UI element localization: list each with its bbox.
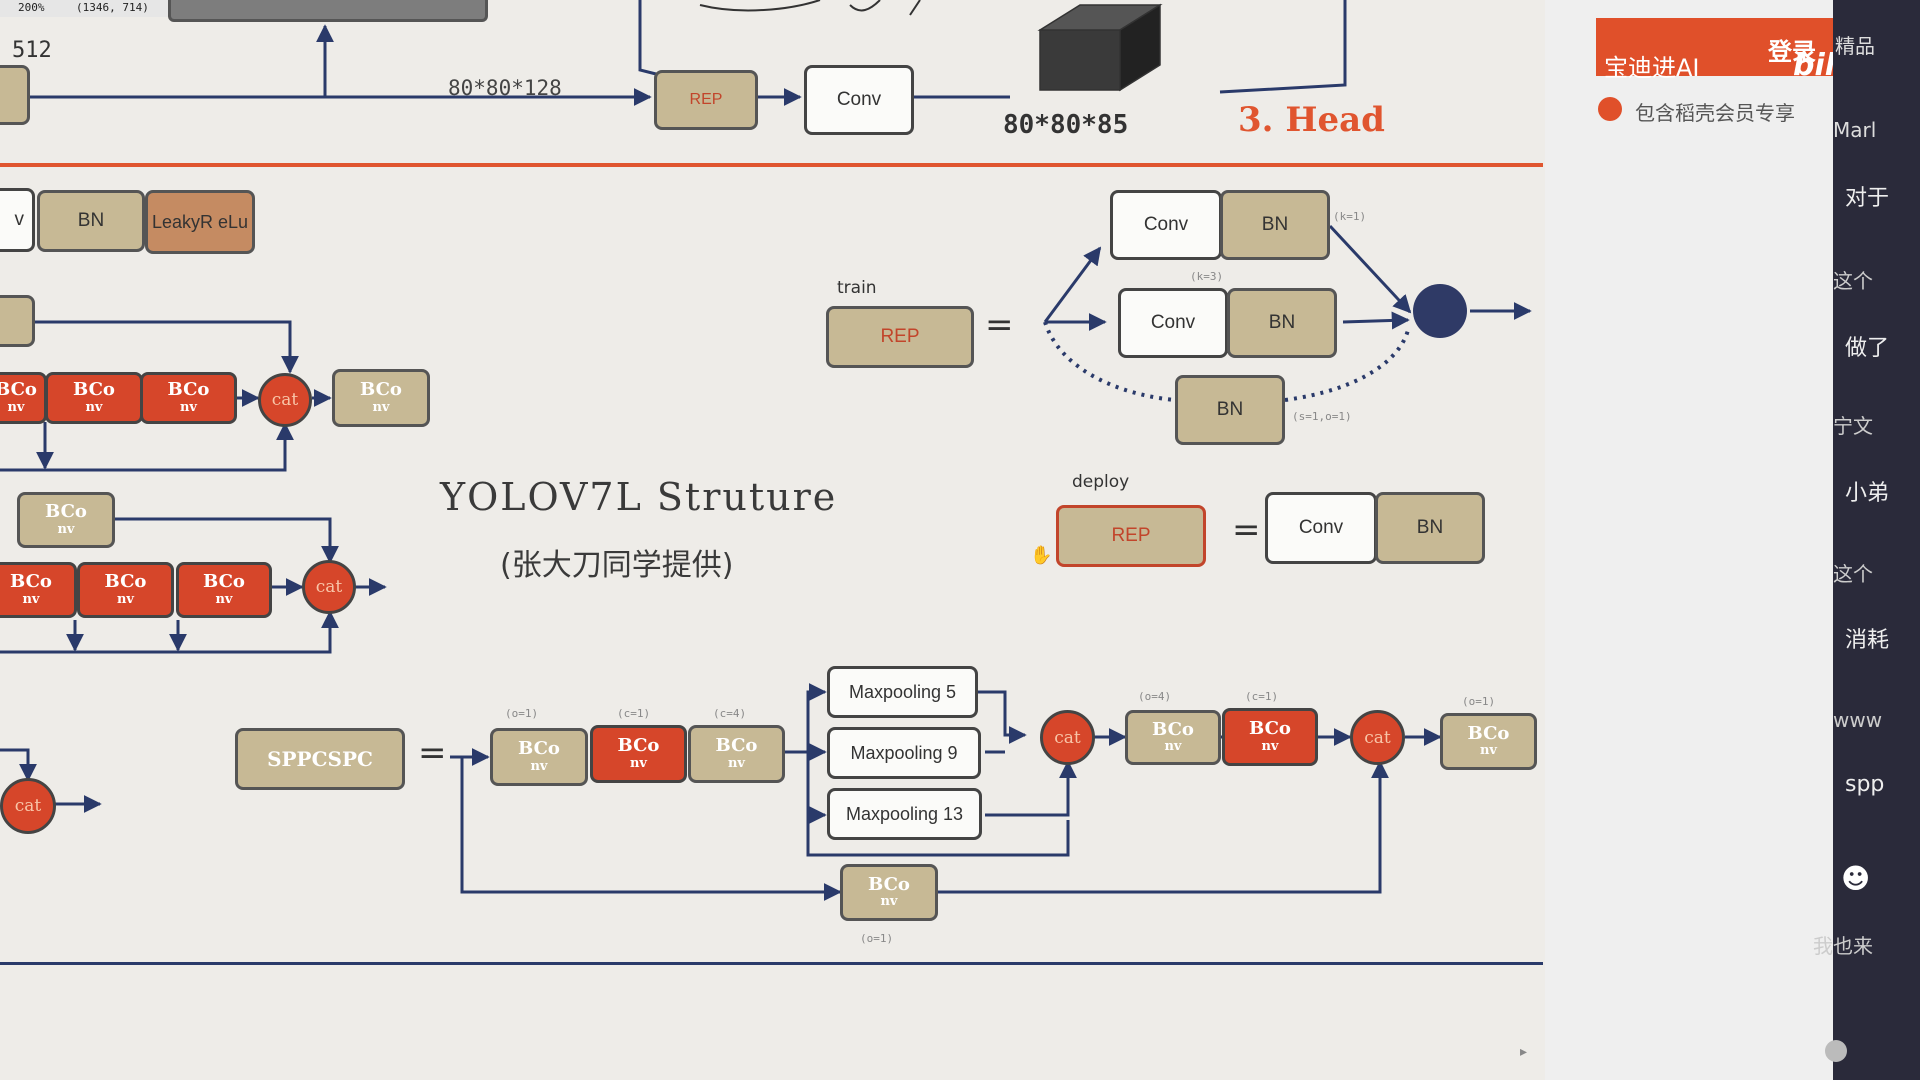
side-item-12[interactable]: 我也来: [1813, 934, 1873, 958]
slide-canvas: 200% (1346, 714) #EEECE1: [0, 0, 1543, 1060]
play-icon[interactable]: ▸: [1520, 1044, 1528, 1060]
member-text: 包含稻壳会员专享: [1635, 101, 1795, 125]
side-item-10[interactable]: www: [1833, 708, 1883, 732]
train-rep-box: REP: [826, 306, 974, 368]
coord-readout: (1346, 714): [76, 1, 149, 14]
deploy-equals: =: [1232, 510, 1261, 550]
legend-leakyrelu: LeakyR eLu: [145, 190, 255, 254]
train-bn-1: BN: [1220, 190, 1330, 260]
side-item-5[interactable]: 做了: [1845, 336, 1890, 361]
vip-badge-icon: [1598, 97, 1622, 121]
side-item-6[interactable]: 宁文: [1833, 414, 1873, 438]
spp-note-2: (c=1): [617, 707, 651, 720]
dim-80-85: 80*80*85: [1003, 110, 1129, 140]
train-conv-2: Conv: [1118, 288, 1228, 358]
spp-note-5: (c=1): [1245, 690, 1279, 703]
top-left-block: [0, 65, 30, 125]
side-item-2[interactable]: Marl: [1833, 118, 1877, 142]
train-label: train: [837, 278, 877, 298]
deploy-rep-box: REP: [1056, 505, 1206, 567]
hand-cursor-icon: ✋: [1030, 545, 1053, 566]
row1-cat: cat: [258, 373, 312, 427]
row2-cat: cat: [302, 560, 356, 614]
diagram-subtitle: (张大刀同学提供): [500, 548, 734, 583]
train-bn-3: BN: [1175, 375, 1285, 445]
side-item-1[interactable]: 精品: [1835, 34, 1875, 58]
connector-lines: [0, 0, 1543, 965]
maxpool-5: Maxpooling 5: [827, 666, 978, 718]
promo-banner[interactable]: 宝迪进AI 登录: [1596, 18, 1836, 82]
side-item-3[interactable]: 对于: [1845, 186, 1890, 211]
row1-top-block: [0, 295, 35, 347]
deploy-conv: Conv: [1265, 492, 1377, 564]
zoom-readout: 200%: [18, 1, 45, 14]
legend-conv: v: [0, 188, 35, 252]
spp-note-7: (o=1): [860, 932, 894, 945]
spp-note-3: (c=4): [713, 707, 747, 720]
maxpool-13: Maxpooling 13: [827, 788, 982, 840]
side-item-4[interactable]: 这个: [1833, 269, 1873, 293]
spp-cat-2: cat: [1350, 710, 1405, 765]
train-equals: =: [985, 305, 1014, 345]
login-button[interactable]: 登录: [1768, 38, 1816, 66]
emoji-icon[interactable]: ☻: [1841, 862, 1871, 895]
side-item-8[interactable]: 这个: [1833, 562, 1873, 586]
comment-sidebar: 精品 Marl 对于 这个 做了 宁文 小弟 这个 消耗 www spp ☻ 我…: [1813, 0, 1920, 1080]
spp-equals: =: [418, 733, 447, 773]
banner-text: 宝迪进AI: [1604, 54, 1700, 82]
side-item-7[interactable]: 小弟: [1845, 481, 1890, 506]
side-item-11[interactable]: spp: [1845, 772, 1885, 797]
spp-note-1: (o=1): [505, 707, 539, 720]
train-conv-1: Conv: [1110, 190, 1222, 260]
head-label: 3. Head: [1238, 100, 1385, 140]
sppcspc-box: SPPCSPC: [235, 728, 405, 790]
top-grey-block: [168, 0, 488, 22]
spp-note-6: (o=1): [1462, 695, 1496, 708]
row3-cat: cat: [0, 778, 56, 834]
note-k1: (k=1): [1333, 210, 1367, 223]
dim-512: 512: [12, 38, 52, 63]
deploy-label: deploy: [1072, 472, 1130, 492]
status-dot-icon: [1825, 1040, 1847, 1062]
deploy-bn: BN: [1375, 492, 1485, 564]
spp-note-4: (o=4): [1138, 690, 1172, 703]
spp-cat-1: cat: [1040, 710, 1095, 765]
top-rep-box: REP: [654, 70, 758, 130]
top-conv-box: Conv: [804, 65, 914, 135]
diagram-title: YOLOV7L Struture: [440, 475, 838, 519]
note-s1: (s=1,o=1): [1292, 410, 1352, 423]
legend-bn: BN: [37, 190, 145, 252]
maxpool-9: Maxpooling 9: [827, 727, 981, 779]
train-bn-2: BN: [1227, 288, 1337, 358]
dim-80-128: 80*80*128: [448, 76, 562, 100]
side-item-9[interactable]: 消耗: [1845, 628, 1890, 653]
note-k3: (k=3): [1190, 270, 1224, 283]
cube-icon: [1037, 3, 1163, 92]
